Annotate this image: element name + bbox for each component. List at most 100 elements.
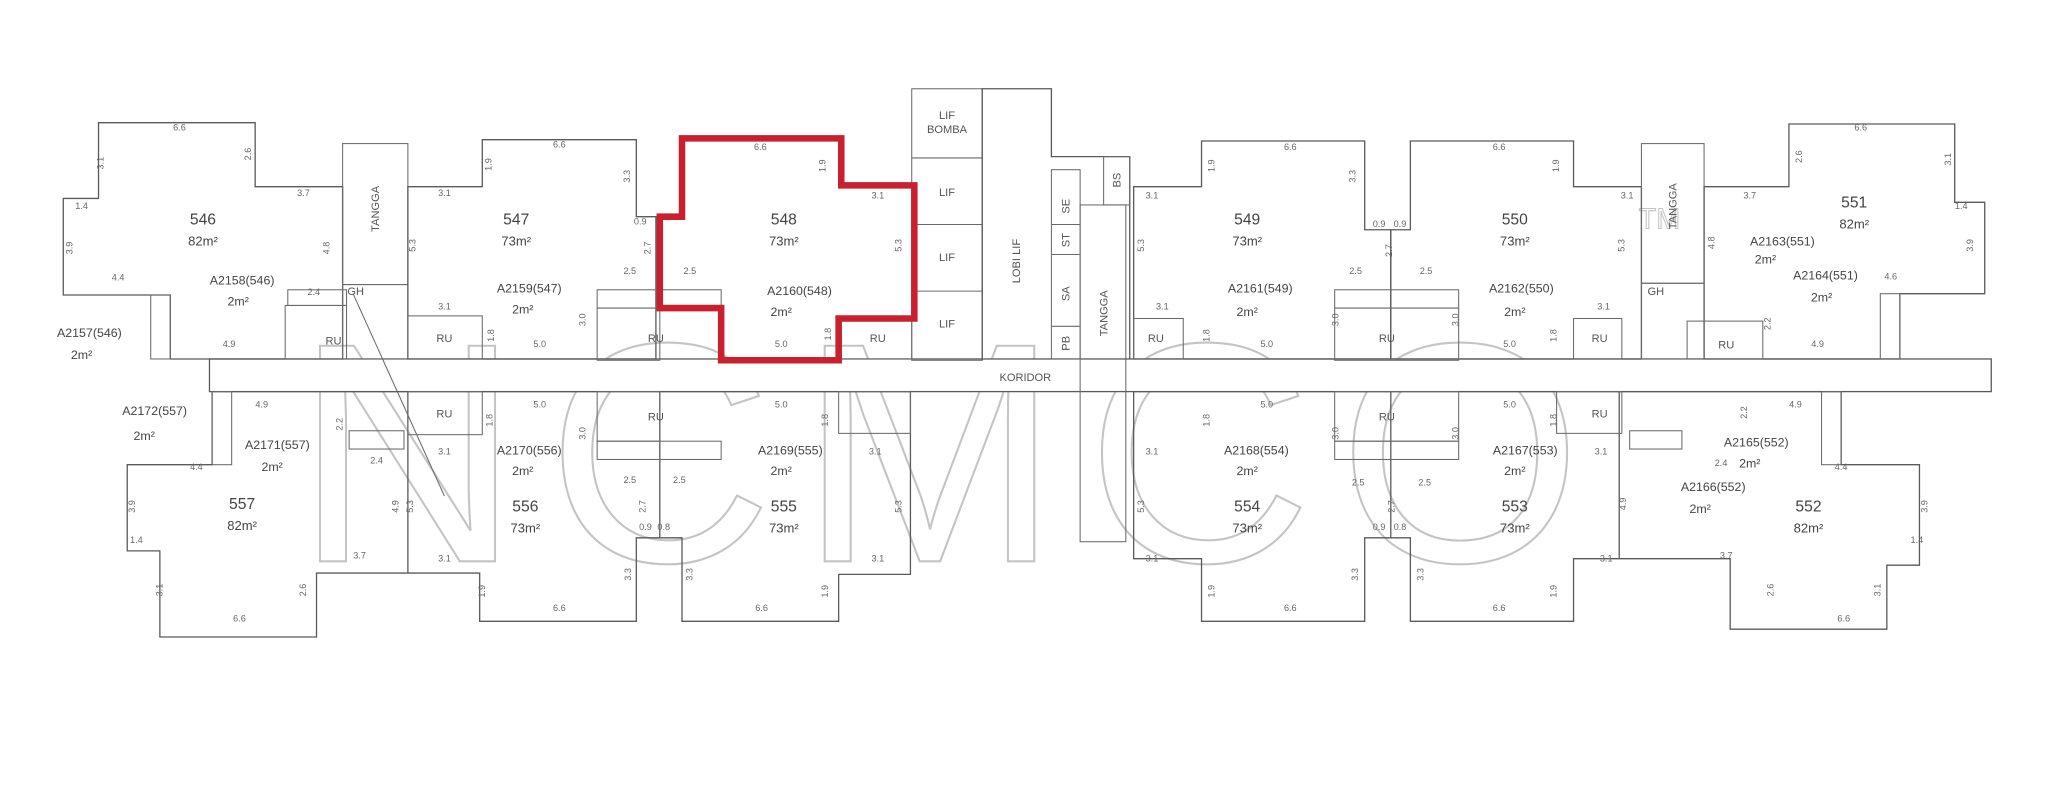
unit-area: 73m²: [1232, 521, 1262, 536]
unit-area: 82m²: [1839, 216, 1869, 231]
unit-area: 82m²: [1794, 521, 1824, 536]
unit-area: 73m²: [510, 521, 540, 536]
dimension-label: 2.7: [1387, 500, 1397, 513]
annex-label: A2162(550): [1489, 281, 1554, 295]
ru-label: RU: [325, 336, 341, 348]
dimension-label: 3.0: [1451, 313, 1461, 326]
dimension-label: 5.0: [533, 339, 546, 349]
annex-a2165-box: [1821, 391, 1842, 466]
dimension-label: 3.1: [438, 188, 451, 198]
dimension-label: 5.3: [1136, 500, 1146, 513]
unit-area: 82m²: [188, 233, 218, 248]
unit-number: 556: [512, 499, 538, 516]
stair-label: TANGGA: [1668, 183, 1680, 230]
unit-number: 550: [1502, 212, 1528, 229]
dimension-label: 5.0: [1260, 399, 1273, 409]
dimension-label: 6.6: [553, 603, 566, 613]
annex-area: 2m²: [1811, 291, 1832, 305]
annex-label: A2164(551): [1793, 268, 1858, 282]
unit-number: 557: [229, 496, 255, 513]
stair-label: TANGGA: [1099, 290, 1111, 337]
unit-number: 552: [1795, 499, 1821, 516]
dimension-label: 3.3: [623, 568, 633, 581]
annex-area: 2m²: [261, 460, 282, 474]
dimension-label: 1.9: [477, 585, 487, 598]
unit-547-outline[interactable]: [407, 139, 657, 360]
dimension-label: 1.8: [1549, 329, 1559, 342]
dimension-label: 2.7: [1384, 244, 1394, 257]
dimension-label: 2.5: [673, 475, 686, 485]
dimension-label: 5.0: [1503, 399, 1516, 409]
ru-label: RU: [436, 409, 452, 421]
ru-label: RU: [1718, 340, 1734, 352]
dimension-label: 4.4: [112, 273, 125, 283]
dimension-label: 2.5: [1349, 266, 1362, 276]
dimension-label: 1.9: [1551, 159, 1561, 172]
ru-label: RU: [1379, 333, 1395, 345]
dimension-label: 1.9: [818, 159, 828, 172]
annex-label: A2159(547): [497, 281, 562, 295]
dimension-label: 5.3: [893, 500, 903, 513]
dimension-label: 6.6: [233, 613, 246, 623]
ru-box: [1573, 317, 1623, 360]
dimension-label: 4.9: [1811, 339, 1824, 349]
ru-label: RU: [870, 333, 886, 345]
dimension-label: 1.4: [75, 201, 88, 211]
watermark-text: NCMCO: [294, 278, 1608, 628]
dimension-label: 3.3: [1348, 170, 1358, 183]
dimension-label: 2.2: [1739, 406, 1749, 419]
dimension-label: 3.3: [1350, 568, 1360, 581]
dimension-label: 1.8: [1549, 414, 1559, 427]
corridor: [208, 358, 1992, 393]
annex-label: A2168(554): [1224, 443, 1289, 457]
dimension-label: 3.7: [1720, 551, 1733, 561]
dimension-label: 1.8: [1201, 414, 1211, 427]
dimension-label: 2.7: [637, 500, 647, 513]
gh-label: GH: [347, 286, 364, 298]
sa-label: SA: [1061, 286, 1073, 301]
unit-number: 555: [771, 499, 797, 516]
fire-lift-label: BOMBA: [927, 124, 968, 136]
annex-area: 2m²: [71, 348, 92, 362]
dimension-label: 6.6: [754, 142, 767, 152]
dimension-label: 1.4: [130, 535, 143, 545]
dimension-label: 2.4: [1715, 458, 1728, 468]
annex-area: 2m²: [1237, 305, 1258, 319]
annex-label: A2172(557): [122, 404, 187, 418]
annex-label: A2169(555): [758, 443, 823, 457]
dimension-label: 5.3: [405, 500, 415, 513]
dimension-label: 4.8: [1707, 236, 1717, 249]
dimension-label: 3.9: [1919, 500, 1929, 513]
dimension-label: 1.8: [823, 328, 833, 341]
dimension-label: 3.0: [1451, 427, 1461, 440]
dimension-label: 6.6: [755, 603, 768, 613]
annex-area: 2m²: [134, 429, 155, 443]
dimension-label: 3.1: [871, 190, 884, 200]
dimension-label: 5.3: [893, 239, 903, 252]
annex-label: A2157(546): [57, 326, 122, 340]
watermark-trademark: TM: [1639, 203, 1680, 235]
ru-label: RU: [648, 411, 664, 423]
units-554-553-552-outline[interactable]: [1132, 390, 1921, 630]
dimension-label: 6.6: [553, 140, 566, 150]
unit-area: 73m²: [1500, 521, 1530, 536]
annex-label: A2163(551): [1750, 234, 1815, 248]
dimension-label: 0.8: [657, 522, 670, 532]
lift-label: LIF: [939, 187, 955, 199]
dimension-label: 3.3: [1415, 568, 1425, 581]
highlighted-unit-548[interactable]: [656, 135, 918, 364]
annex-labels: A2158(546) 2m² A2157(546) 2m² A2159(547)…: [57, 234, 1858, 516]
ru-label: RU: [648, 333, 664, 345]
unit-number: 548: [771, 212, 797, 229]
dimension-label: 1.8: [820, 414, 830, 427]
dimension-label: 3.1: [1595, 446, 1608, 456]
pb-label: PB: [1061, 336, 1073, 351]
lift-lobby-label: LOBI LIF: [1011, 239, 1023, 284]
dimension-label: 3.7: [353, 551, 366, 561]
dimension-label: 0.9: [634, 217, 647, 227]
dimension-label: 4.4: [190, 462, 203, 472]
dimension-label: 5.0: [1503, 339, 1516, 349]
annex-area: 2m²: [1689, 502, 1710, 516]
dimension-label: 3.1: [96, 157, 106, 170]
dimension-label: 2.6: [298, 584, 308, 597]
